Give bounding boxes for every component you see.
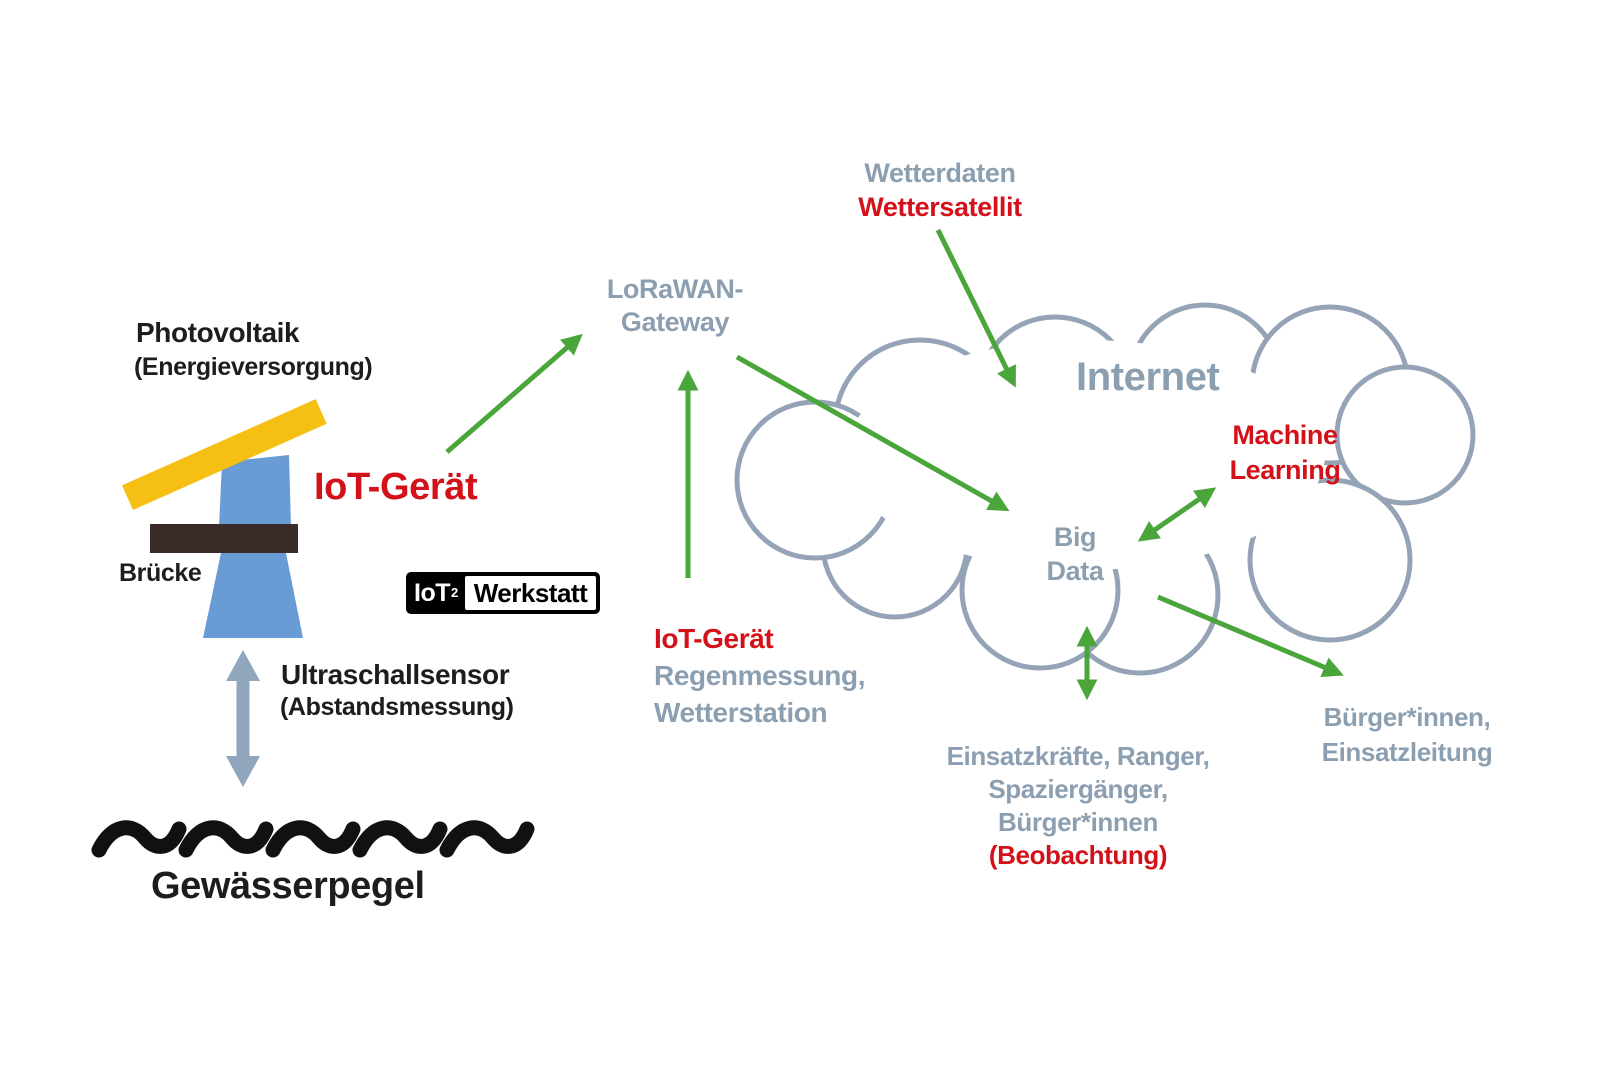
water-waves [99, 828, 527, 850]
logo-werkstatt-text: Werkstatt [473, 577, 588, 608]
wetterdaten-line: Wetterdaten [864, 158, 1016, 188]
water-level-label: Gewässerpegel [151, 865, 425, 907]
wettersatellit-line: Wettersatellit [858, 192, 1022, 222]
photovoltaik-label: Photovoltaik [136, 317, 300, 348]
observers-line1: Einsatzkräfte, Ranger, [946, 741, 1210, 771]
recipients-line2: Einsatzleitung [1321, 737, 1493, 767]
lorawan-gateway-label: LoRaWAN- Gateway [555, 273, 795, 339]
observers-label: Einsatzkräfte, Ranger, Spaziergänger, Bü… [918, 740, 1238, 872]
observers-line2: Spaziergänger, [988, 774, 1168, 804]
station-line2: Regenmessung, [654, 660, 866, 691]
lorawan-line1: LoRaWAN- [606, 274, 744, 304]
logo-iot-text: IoT [414, 578, 451, 607]
arrow-gateway-to-bigdata [735, 354, 1010, 512]
sensor-body [219, 455, 291, 527]
photovoltaik-sublabel: (Energieversorgung) [134, 353, 373, 381]
station-line1: IoT-Gerät [654, 623, 774, 654]
logo-werkstatt-section: Werkstatt [464, 576, 597, 610]
arrow-cloud-to-recipients [1157, 594, 1344, 677]
big-data-line2: Data [1046, 556, 1104, 586]
observers-line3: Bürger*innen [998, 807, 1158, 837]
machine-learning-line2: Learning [1229, 455, 1341, 485]
distance-arrow [226, 650, 260, 787]
recipients-line1: Bürger*innen, [1323, 702, 1491, 732]
ultrasonic-sublabel: (Abstandsmessung) [280, 693, 514, 721]
station-line3: Wetterstation [654, 697, 828, 728]
recipients-label: Bürger*innen, Einsatzleitung [1282, 700, 1532, 770]
ultrasonic-label: Ultraschallsensor [281, 659, 510, 690]
internet-label: Internet [1076, 355, 1220, 399]
lorawan-line2: Gateway [620, 307, 730, 337]
sensor-cone [203, 553, 303, 638]
solar-panel [122, 399, 327, 510]
machine-learning-line1: Machine [1232, 420, 1338, 450]
big-data-label: Big Data [1015, 520, 1135, 588]
arrow-bigdata-ml [1137, 487, 1217, 542]
weather-satellite-label: Wetterdaten Wettersatellit [820, 156, 1060, 224]
arrow-iot-to-gateway [445, 333, 583, 454]
big-data-line1: Big [1053, 522, 1097, 552]
arrow-satellite-to-cloud [935, 228, 1016, 388]
internet-cloud [734, 302, 1476, 676]
machine-learning-label: Machine Learning [1165, 418, 1405, 488]
weather-station-label: IoT-Gerät Regenmessung, Wetterstation [654, 620, 865, 731]
iot-device-label: IoT-Gerät [314, 466, 478, 508]
observers-line4: (Beobachtung) [988, 840, 1168, 870]
bridge-label: Brücke [119, 559, 202, 587]
bridge-bar [150, 524, 298, 553]
